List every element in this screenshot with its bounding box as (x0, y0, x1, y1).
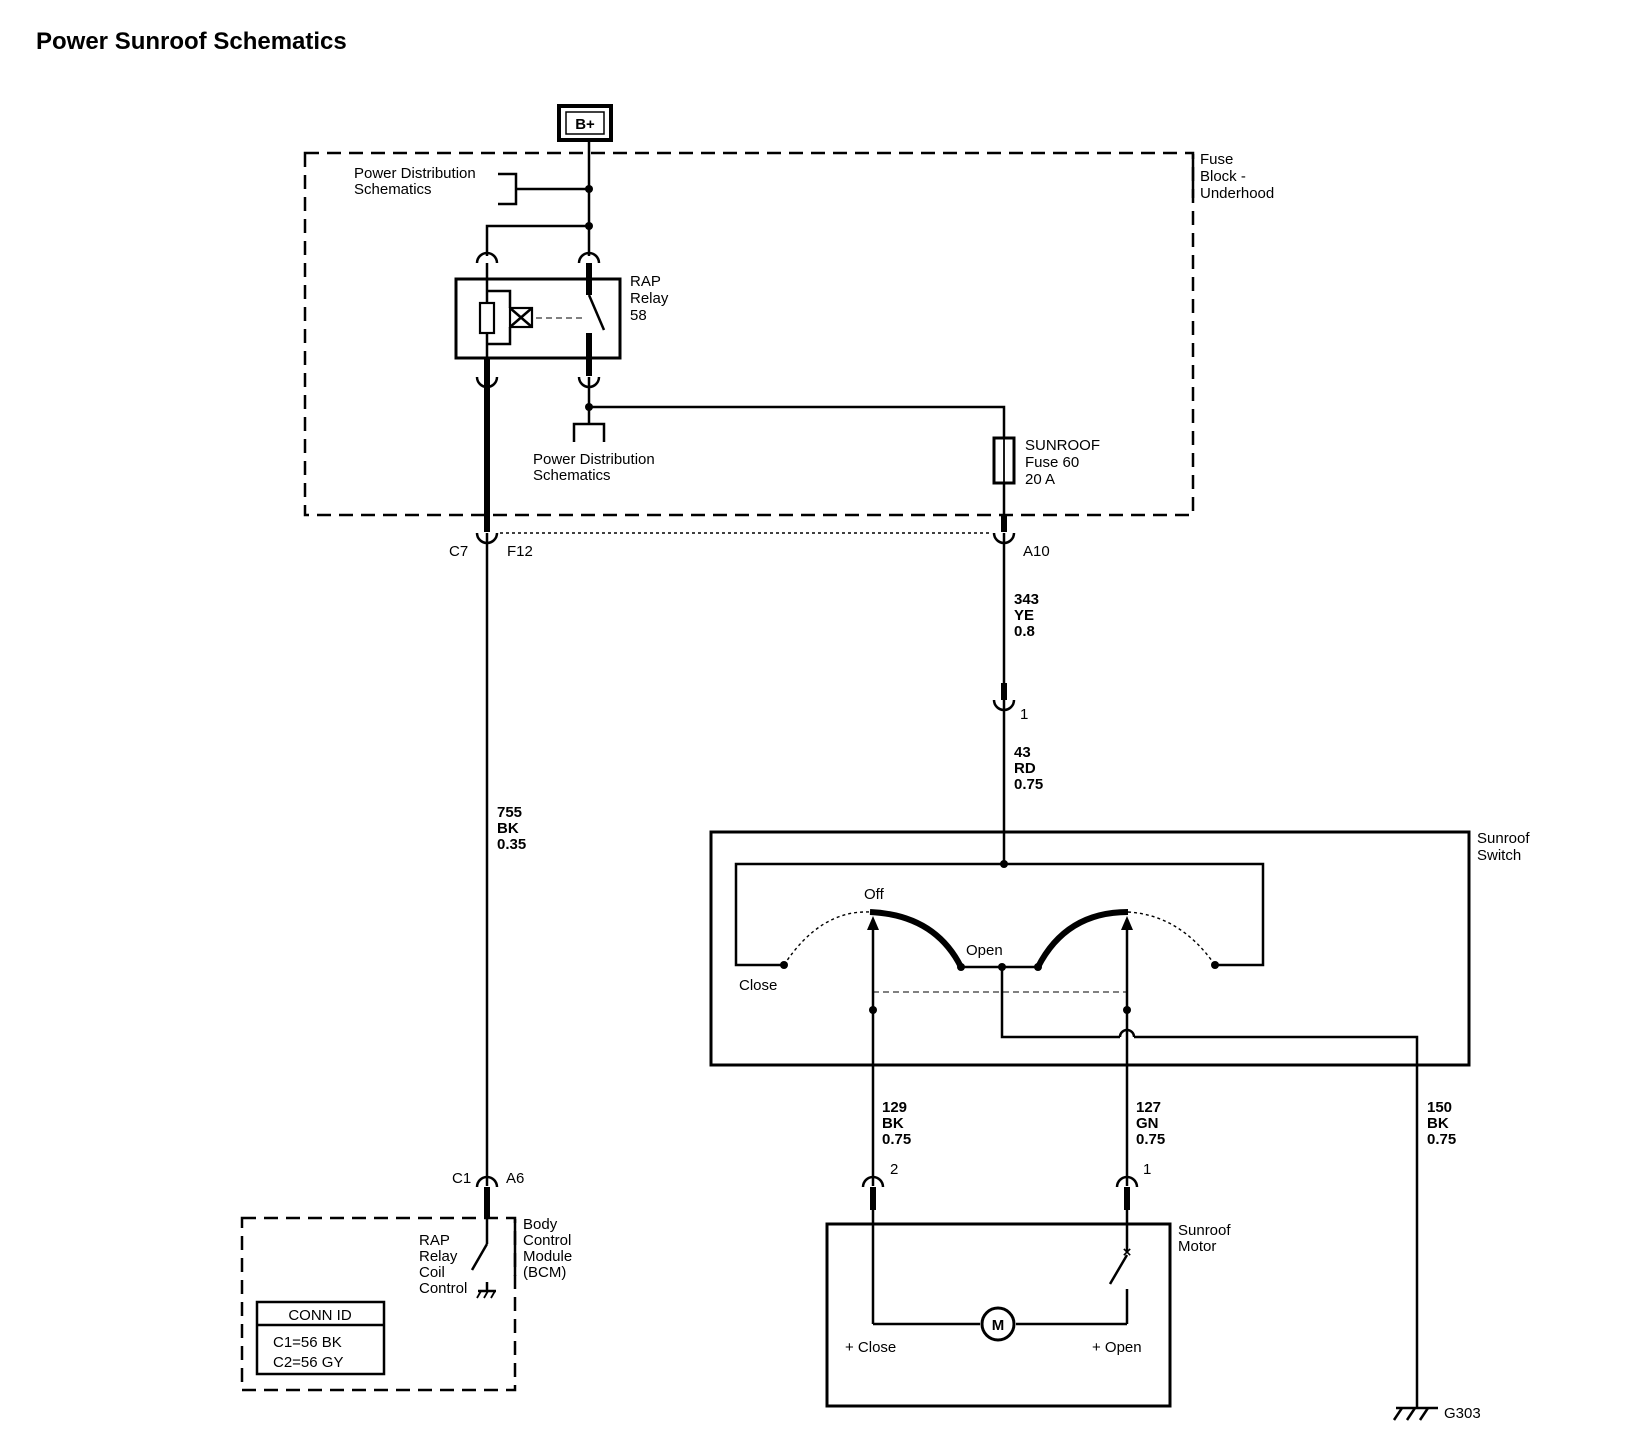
bcm-relay-control-line2: Relay (419, 1248, 458, 1265)
wire-127-label: 127 GN 0.75 (1136, 1099, 1165, 1148)
connector-f12: F12 (507, 543, 533, 560)
bcm-label-line4: (BCM) (523, 1264, 566, 1281)
wire-755-label: 755 BK 0.35 (497, 804, 526, 853)
fuse-label-line2: Fuse 60 (1025, 454, 1079, 471)
bcm-label-line2: Control (523, 1232, 571, 1249)
switch-position-open: Open (966, 942, 1003, 959)
switch-label-line1: Sunroof (1477, 830, 1530, 847)
wire-127-color: GN (1136, 1115, 1159, 1132)
connector-c7: C7 (449, 543, 468, 560)
fuse-label-line1: SUNROOF (1025, 437, 1100, 454)
connector-inline-1: 1 (1020, 706, 1028, 723)
power-distribution-ref-bottom: Power Distribution Schematics (533, 422, 655, 484)
wire-43-gauge: 0.75 (1014, 776, 1043, 793)
bcm-label-line3: Module (523, 1248, 572, 1265)
wire-755-circuit: 755 (497, 804, 522, 821)
motor-connector-pin-1: 1 (1143, 1161, 1151, 1178)
conn-id-row-c2: C2=56 GY (273, 1354, 343, 1371)
wire-129-gauge: 0.75 (882, 1131, 911, 1148)
wire-127-circuit: 127 (1136, 1099, 1161, 1116)
conn-id-header: CONN ID (288, 1307, 352, 1324)
bcm-relay-control-line4: Control (419, 1280, 467, 1297)
connector-a6: A6 (506, 1170, 524, 1187)
wire-343-circuit: 343 (1014, 591, 1039, 608)
fuse-block-boundary (303, 151, 1195, 517)
wire-150-circuit: 150 (1427, 1099, 1452, 1116)
sunroof-switch: Sunroof Switch Off Open Close (709, 830, 1530, 1067)
rap-relay-58: RAP Relay 58 (454, 263, 669, 360)
motor-label-line1: Sunroof (1178, 1222, 1231, 1239)
power-dist-top-line2: Schematics (354, 181, 432, 198)
conn-id-table: CONN ID C1=56 BK C2=56 GY (255, 1300, 386, 1376)
power-dist-bottom-line1: Power Distribution (533, 451, 655, 468)
bcm-label-line1: Body (523, 1216, 558, 1233)
wire-343-gauge: 0.8 (1014, 623, 1035, 640)
motor-symbol: M (992, 1317, 1005, 1334)
battery-label: B+ (575, 116, 595, 133)
connector-a10: A10 (1023, 543, 1050, 560)
wire-129-label: 129 BK 0.75 (882, 1099, 911, 1148)
motor-close-terminal: + Close (845, 1339, 896, 1356)
wire-755-color: BK (497, 820, 519, 837)
relay-label-line3: 58 (630, 307, 647, 324)
wire-129-color: BK (882, 1115, 904, 1132)
wire-150-label: 150 BK 0.75 (1427, 1099, 1456, 1148)
switch-position-off: Off (864, 886, 885, 903)
power-dist-top-line1: Power Distribution (354, 165, 476, 182)
motor-contact-mark: × (1123, 1244, 1132, 1261)
wire-43-color: RD (1014, 760, 1036, 777)
relay-label-line1: RAP (630, 273, 661, 290)
wire-127-gauge: 0.75 (1136, 1131, 1165, 1148)
conn-id-row-c1: C1=56 BK (273, 1334, 342, 1351)
fuse-label-line3: 20 A (1025, 471, 1055, 488)
bcm-relay-control-line3: Coil (419, 1264, 445, 1281)
page-title: Power Sunroof Schematics (36, 28, 347, 55)
ground-g303: G303 (1392, 1405, 1481, 1422)
wire-43-label: 43 RD 0.75 (1014, 744, 1043, 793)
wire-343-color: YE (1014, 607, 1034, 624)
wire-43-circuit: 43 (1014, 744, 1031, 761)
motor-connector-pin-2: 2 (890, 1161, 898, 1178)
relay-label-line2: Relay (630, 290, 669, 307)
switch-position-close: Close (739, 977, 777, 994)
body-control-module: Body Control Module (BCM) RAP Relay Coil… (240, 1216, 572, 1392)
battery-terminal: B+ (557, 104, 613, 142)
motor-open-terminal: + Open (1092, 1339, 1142, 1356)
fuse-block-label-line2: Block - (1200, 168, 1246, 185)
wire-150-gauge: 0.75 (1427, 1131, 1456, 1148)
fuse-block-label: Fuse Block - Underhood (1191, 151, 1274, 202)
fuse-block-label-line1: Fuse (1200, 151, 1233, 168)
wire-755-gauge: 0.35 (497, 836, 526, 853)
bcm-relay-control-line1: RAP (419, 1232, 450, 1249)
switch-label-line2: Switch (1477, 847, 1521, 864)
ground-label: G303 (1444, 1405, 1481, 1422)
power-distribution-ref-top: Power Distribution Schematics (354, 165, 589, 206)
wire-343-label: 343 YE 0.8 (1014, 591, 1039, 640)
sunroof-motor: × M + Close + Open Sunroof Motor (825, 1210, 1231, 1408)
wire-129-circuit: 129 (882, 1099, 907, 1116)
fuse-block-label-line3: Underhood (1200, 185, 1274, 202)
wire-150-color: BK (1427, 1115, 1449, 1132)
connector-c1: C1 (452, 1170, 471, 1187)
power-dist-bottom-line2: Schematics (533, 467, 611, 484)
motor-label-line2: Motor (1178, 1238, 1216, 1255)
sunroof-fuse-60: SUNROOF Fuse 60 20 A (992, 436, 1100, 488)
